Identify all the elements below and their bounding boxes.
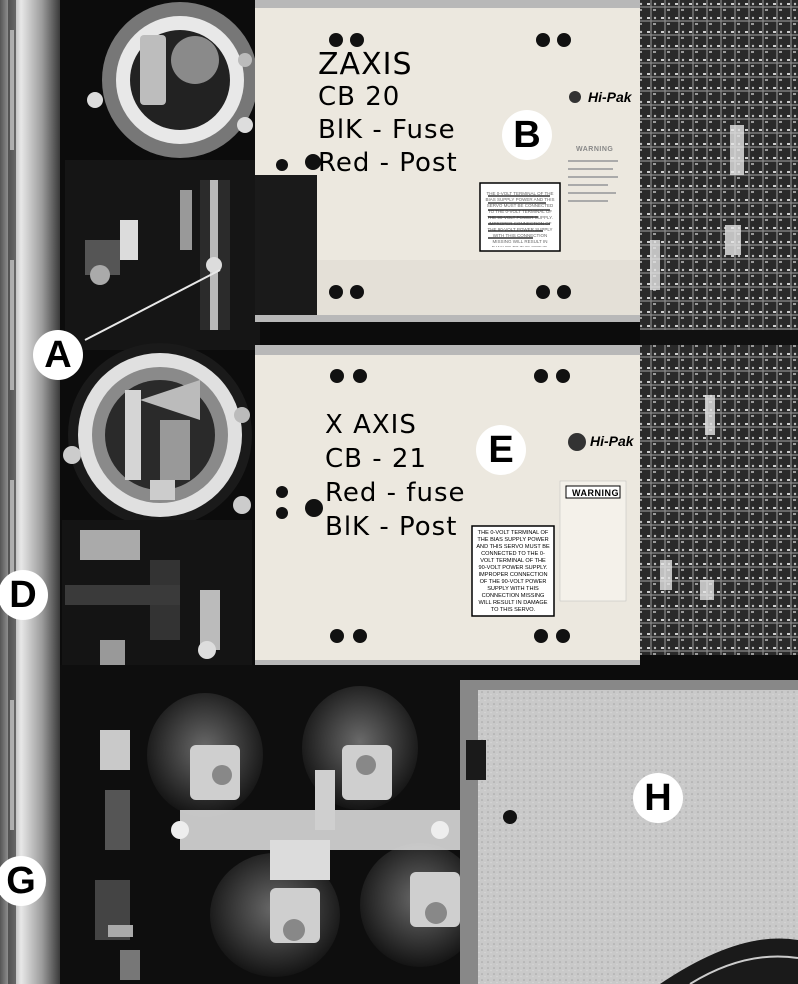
- plate-e-line-3: Red - fuse: [325, 478, 466, 508]
- callout-d: D: [0, 570, 48, 620]
- plate-e-line-1: X AXIS: [325, 410, 417, 440]
- plate-b-line-2: CB 20: [318, 82, 401, 112]
- callout-b: B: [502, 110, 552, 160]
- callout-g: G: [0, 856, 46, 906]
- plate-e-handwriting: X AXIS CB - 21 Red - fuse BlK - Post: [325, 408, 465, 544]
- plate-e-brand-logo: Hi-Pak: [590, 433, 634, 449]
- plate-b-handwriting: ZAXIS CB 20 BlK - Fuse Red - Post: [318, 48, 458, 180]
- callout-e: E: [476, 425, 526, 475]
- plate-e-warning-label: WARNING: [572, 488, 619, 498]
- plate-b-line-3: BlK - Fuse: [318, 115, 456, 145]
- callout-a: A: [33, 330, 83, 380]
- plate-b-line-1: ZAXIS: [318, 47, 413, 82]
- plate-b-brand-logo: Hi-Pak: [588, 89, 632, 105]
- callout-h: H: [633, 773, 683, 823]
- plate-e-line-4: BlK - Post: [325, 512, 458, 542]
- plate-b-notice-text: THE 0-VOLT TERMINAL OF THE BIAS SUPPLY P…: [485, 191, 555, 247]
- plate-e-notice-text: THE 0-VOLT TERMINAL OF THE BIAS SUPPLY P…: [476, 530, 550, 613]
- plate-e-line-2: CB - 21: [325, 444, 427, 474]
- plate-b-warning-label: WARNING: [576, 146, 614, 153]
- plate-b-line-4: Red - Post: [318, 148, 458, 178]
